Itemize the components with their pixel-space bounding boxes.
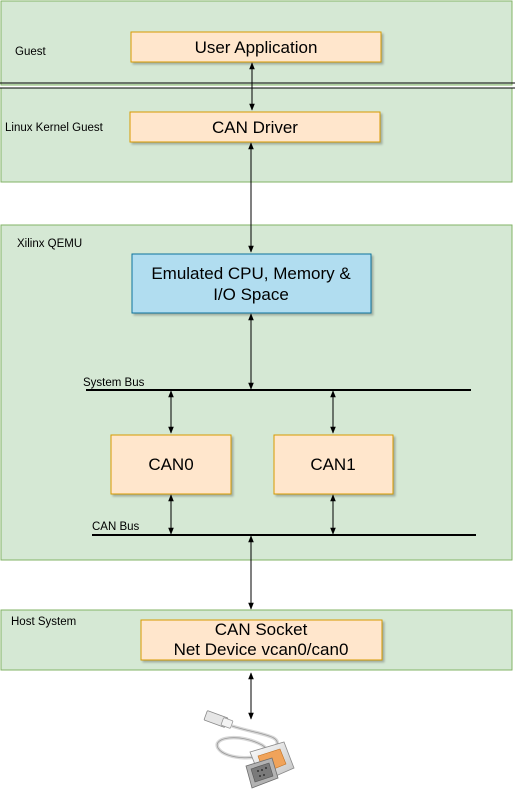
usb-can-adapter-icon (203, 710, 295, 789)
user-application-box: User Application (130, 31, 382, 63)
can-driver-label: CAN Driver (212, 118, 298, 137)
can-socket-label-line1: CAN Socket (215, 620, 308, 639)
user-application-label: User Application (195, 38, 318, 57)
emulated-cpu-box: Emulated CPU, Memory & I/O Space (131, 253, 372, 314)
can-driver-box: CAN Driver (129, 111, 381, 143)
connectors (168, 62, 336, 720)
can1-label: CAN1 (310, 455, 355, 474)
can0-box: CAN0 (110, 434, 232, 495)
guest-label: Guest (15, 46, 46, 58)
kernel-region: Linux Kernel Guest (0, 87, 513, 183)
cpu-label-line2: I/O Space (213, 285, 289, 304)
can-bus-label: CAN Bus (92, 521, 140, 533)
cpu-label-line1: Emulated CPU, Memory & (151, 264, 351, 283)
can-socket-label-line2: Net Device vcan0/can0 (174, 640, 349, 659)
can-bus: CAN Bus (92, 521, 476, 536)
can-socket-box: CAN Socket Net Device vcan0/can0 (140, 619, 383, 661)
kernel-label: Linux Kernel Guest (5, 122, 104, 134)
qemu-label: Xilinx QEMU (17, 238, 82, 250)
system-bus-label: System Bus (83, 377, 145, 389)
host-label: Host System (11, 616, 76, 628)
can1-box: CAN1 (273, 434, 394, 495)
can0-label: CAN0 (148, 455, 193, 474)
system-bus: System Bus (83, 377, 471, 391)
